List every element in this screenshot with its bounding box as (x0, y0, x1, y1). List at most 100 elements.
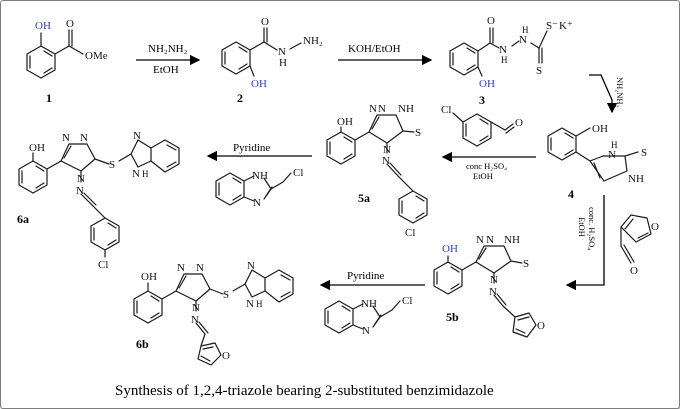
reagent-upper-nh: NH (252, 170, 268, 182)
reagent-upper-n: N (253, 197, 261, 209)
reagent-lower-n: N (362, 325, 370, 337)
compound-6b-bzim-n2: N (246, 298, 254, 310)
compound-5a-structure (326, 114, 428, 224)
compound-4-h-label: H (611, 140, 618, 150)
compound-3-h1: H (501, 55, 508, 65)
reagent-cho-o-label: O (515, 117, 523, 129)
compound-4-s-label: S (641, 147, 647, 159)
reagent-cho-o: O (630, 265, 638, 277)
compound-3-oh-label: OH (479, 78, 495, 90)
compound-3-n2: N (519, 34, 527, 46)
compound-4-oh-label: OH (592, 123, 608, 135)
reagent-lower-nh: NH (361, 298, 377, 310)
compound-5b-nh: NH (504, 234, 520, 246)
arrow-step-6 (565, 195, 605, 291)
compound-4-structure (547, 127, 639, 182)
compound-5a-n4: N (382, 155, 390, 167)
compound-6b-bzim-n: N (247, 260, 255, 272)
step-4-reagent: conc H₂SO₄ (466, 161, 507, 171)
compound-1-ome-label: OMe (85, 50, 108, 62)
compound-6a-structure (18, 139, 180, 258)
compound-5a-n1: N (369, 103, 377, 115)
compound-6a-bzim-n2: N (132, 168, 140, 180)
compound-6a-cl: Cl (98, 259, 108, 271)
compound-6b-n1: N (177, 262, 185, 274)
reagent-upper-cl: Cl (293, 167, 303, 179)
compound-3-k-plus: K⁺ (559, 20, 573, 32)
compound-2-o-label: O (261, 16, 269, 28)
compound-6a-n4: N (76, 185, 84, 197)
compound-1-structure (26, 29, 84, 79)
compound-3-s-label: S (536, 65, 542, 77)
scheme-caption: Synthesis of 1,2,4-triazole bearing 2-su… (115, 383, 494, 399)
compound-2-structure (221, 27, 302, 77)
compound-6a-n2: N (80, 132, 88, 144)
reagent-chloromethylbenzimidazole-upper (215, 172, 292, 206)
compound-4-label: 4 (568, 187, 574, 201)
compound-2-oh-label: OH (251, 78, 267, 90)
compound-5b-s: S (523, 258, 529, 270)
compound-3-s-minus: S⁻ (546, 20, 558, 32)
reagent-cl-label: Cl (441, 104, 451, 116)
reagent-furfural (620, 214, 652, 264)
compound-6b-furan-o: O (222, 350, 230, 362)
compound-5a-s: S (415, 127, 421, 139)
compound-5a-n2: N (378, 103, 386, 115)
compound-5b-oh-label: OH (442, 243, 458, 255)
step-2-reagent: KOH/EtOH (348, 43, 401, 55)
compound-6a-n3: N (77, 173, 85, 185)
step-3-reagent: NH₂NH₂ (615, 77, 625, 108)
compound-2-nh-h: H (279, 57, 287, 69)
compound-6a-bzim-h: H (142, 169, 149, 179)
compound-4-nh-label: NH (628, 173, 644, 185)
compound-1-o-label: O (66, 18, 74, 30)
compound-3-n1: N (499, 44, 507, 56)
compound-1-oh-label: OH (35, 20, 51, 32)
compound-1-label: 1 (46, 91, 52, 105)
compound-6a-bzim-n: N (133, 130, 141, 142)
compound-2-label: 2 (237, 91, 243, 105)
compound-3-h2: H (522, 25, 529, 35)
compound-5a-oh-label: OH (337, 116, 353, 128)
compound-5b-structure (433, 245, 537, 338)
compound-3-o-label: O (487, 15, 495, 27)
reagent-4-chlorobenzaldehyde (452, 112, 515, 147)
compound-6b-bzim-h: H (256, 299, 263, 309)
compound-6b-structure (133, 269, 294, 366)
compound-5a-nh: NH (398, 103, 414, 115)
compound-5a-label: 5a (358, 191, 370, 205)
reagent-furan-o: O (651, 221, 659, 233)
reagent-lower-cl: Cl (402, 295, 412, 307)
compound-6b-n3: N (192, 302, 200, 314)
compound-6b-oh-label: OH (141, 271, 157, 283)
compound-5b-n2: N (486, 234, 494, 246)
compound-6b-s: S (223, 289, 229, 301)
compound-5b-n1: N (476, 234, 484, 246)
step-1-solvent: EtOH (153, 64, 179, 76)
compound-3-structure (449, 27, 548, 77)
arrow-step-3 (589, 74, 618, 114)
step-7-reagent: Pyridine (347, 270, 384, 282)
compound-5b-label: 5b (446, 310, 459, 324)
compound-6a-n1: N (62, 132, 70, 144)
reagent-chloromethylbenzimidazole-lower (324, 300, 401, 334)
compound-5b-n3: N (490, 274, 498, 286)
compound-6b-n2: N (196, 262, 204, 274)
compound-4-n-label: N (608, 149, 616, 161)
compound-5a-n3: N (383, 144, 391, 156)
compound-6b-label: 6b (136, 337, 149, 351)
compound-3-label: 3 (479, 93, 485, 107)
compound-5b-n4: N (489, 286, 497, 298)
compound-2-nh-n: N (278, 46, 286, 58)
step-1-reagent: NH₂NH₂ (148, 43, 188, 55)
step-4-solvent: EtOH (473, 171, 493, 181)
compound-6a-oh-label: OH (29, 142, 45, 154)
step-5-reagent: Pyridine (233, 142, 270, 154)
compound-6a-s: S (109, 159, 115, 171)
compound-6b-n4: N (191, 314, 199, 326)
step-6-reagent: conc. H₂SO₄ (587, 207, 597, 250)
compound-2-nh2-label: NH₂ (303, 35, 323, 47)
step-6-solvent: EtOH (577, 217, 587, 237)
